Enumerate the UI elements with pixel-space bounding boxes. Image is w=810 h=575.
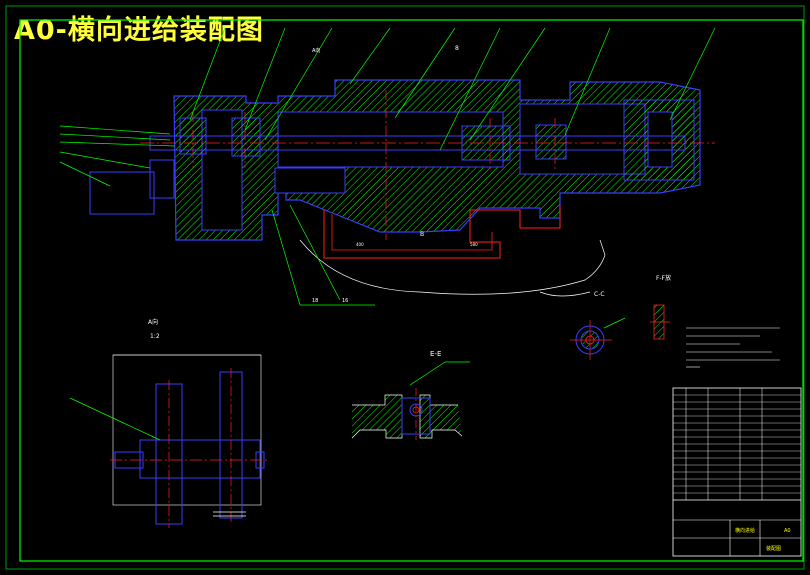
section-label-e-e: E-E: [430, 350, 441, 358]
dim-b-label: B: [420, 231, 424, 238]
a-direction-view: A向 1:2: [69, 318, 270, 528]
parts-list-rows: [673, 394, 801, 494]
section-e-e: E-E: [351, 350, 470, 440]
view-label-a-top: A向: [312, 47, 320, 54]
detail-label-f-f: F-F放: [656, 274, 671, 282]
title-sheet: A0: [784, 528, 791, 534]
svg-text:18: 18: [312, 298, 318, 304]
svg-text:8: 8: [455, 45, 459, 52]
title-drawing-name: 装配图: [766, 545, 781, 552]
view-scale-a: 1:2: [150, 333, 160, 340]
dim-580-label: 580: [470, 242, 478, 247]
detail-f-f: F-F放: [650, 274, 671, 340]
title-part-name: 横向进给: [735, 527, 755, 534]
outer-frame: [19, 19, 804, 562]
inner-frame: [5, 5, 805, 570]
svg-text:16: 16: [342, 298, 348, 304]
technical-notes: [686, 327, 780, 368]
section-label-c-c: C-C: [594, 291, 605, 298]
view-label-a: A向: [148, 318, 158, 326]
main-assembly-view: 18 16 8 A向 B 400 580: [59, 27, 716, 306]
dim-400-label: 400: [356, 242, 364, 247]
section-c-c: C-C: [570, 291, 626, 360]
